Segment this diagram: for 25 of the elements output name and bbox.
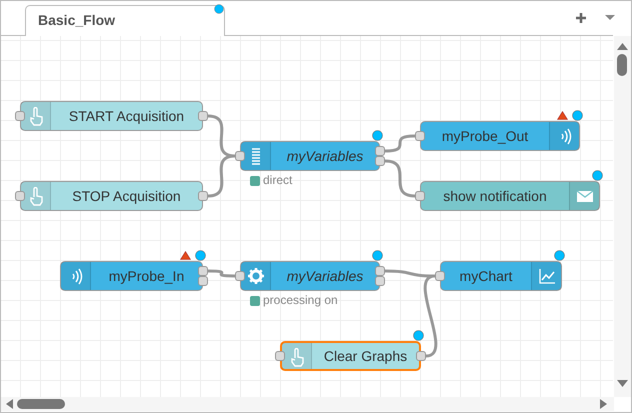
- flow-node: [60, 261, 208, 291]
- wire: [384, 160, 416, 198]
- wire: [208, 270, 236, 278]
- node-label: show notification: [442, 188, 548, 204]
- flow-node: [275, 341, 426, 371]
- node-label: myProbe_In: [108, 268, 186, 284]
- node-label: myVariables: [286, 268, 364, 284]
- node-label: STOP Acquisition: [71, 188, 182, 204]
- status-text: processing on: [263, 293, 338, 307]
- flow-node: [415, 121, 580, 151]
- node-label: myChart: [458, 268, 514, 284]
- node-label: Clear Graphs: [322, 348, 408, 364]
- flow-node: [415, 181, 600, 211]
- node-label: myProbe_Out: [440, 128, 530, 144]
- status-text: direct: [263, 173, 292, 187]
- tab-title: Basic_Flow: [38, 12, 116, 28]
- flow-node: [435, 261, 562, 291]
- flow-node: [235, 261, 385, 291]
- flow-node: [15, 101, 208, 131]
- wire: [384, 134, 416, 152]
- node-label: START Acquisition: [68, 108, 186, 124]
- flow-node: [15, 181, 208, 211]
- wire: [208, 154, 236, 198]
- node-label: myVariables: [286, 148, 364, 164]
- flow-node: [235, 141, 385, 171]
